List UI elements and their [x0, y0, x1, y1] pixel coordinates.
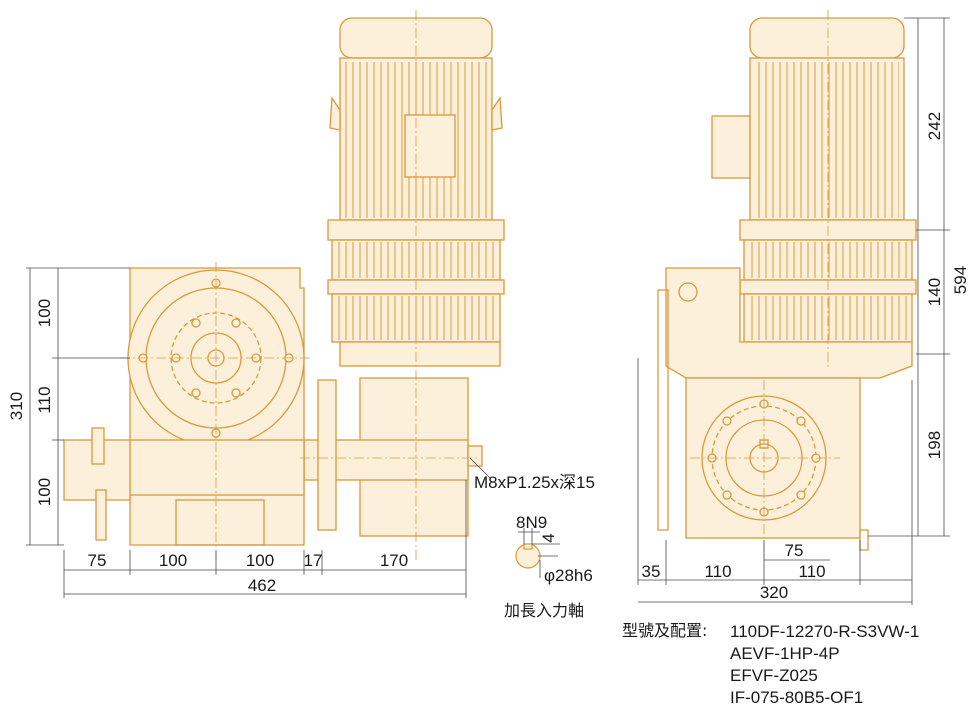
model-spec-line: IF-075-80B5-OF1: [730, 688, 864, 707]
front-dimension-lines: [26, 267, 491, 598]
front-dimension-labels: 100 110 100 310 75 100 100 17 170 462 M8…: [7, 299, 595, 595]
model-spec-line: 110DF-12270-R-S3VW-1: [730, 622, 920, 641]
side-view: [657, 17, 917, 551]
model-spec-line: AEVF-1HP-4P: [730, 644, 840, 663]
dim-110-left: 110: [704, 562, 731, 581]
dim-310-total: 310: [7, 392, 26, 420]
front-gearbox: [303, 377, 483, 537]
side-dimension-labels: 242 140 198 594 35 110 110 75 320: [642, 112, 970, 602]
dim-35: 35: [642, 562, 661, 581]
front-center-lines: [120, 10, 480, 560]
dim-594: 594: [951, 266, 970, 294]
thread-note: M8xP1.25x深15: [474, 473, 595, 492]
dim-462: 462: [248, 576, 276, 595]
key-depth: 4: [539, 533, 558, 542]
dim-242: 242: [925, 112, 944, 140]
dim-100-a: 100: [159, 551, 187, 570]
dim-75-side: 75: [785, 541, 804, 560]
side-dimension-lines: [637, 17, 950, 605]
front-indexer-body: [63, 267, 305, 546]
dim-17: 17: [304, 551, 323, 570]
model-spec-line: EFVF-Z025: [730, 666, 818, 685]
input-shaft-caption: 加長入力軸: [504, 601, 585, 620]
dim-320: 320: [760, 583, 788, 602]
dim-100-top: 100: [35, 299, 54, 327]
dim-198: 198: [925, 431, 944, 459]
dim-100-bottom: 100: [35, 478, 54, 506]
input-shaft-dimension-lines: [518, 528, 560, 578]
side-motor: [711, 17, 905, 221]
dim-170: 170: [380, 551, 408, 570]
front-motor-adapter: [327, 219, 505, 367]
model-spec-label: 型號及配置:: [622, 621, 708, 640]
shaft-diameter: φ28h6: [544, 566, 593, 585]
key-width: 8N9: [516, 513, 547, 532]
dim-110-mid: 110: [35, 386, 54, 413]
dim-75: 75: [88, 551, 107, 570]
input-shaft-detail: [515, 543, 541, 569]
dim-100-b: 100: [246, 551, 274, 570]
front-view: [63, 17, 505, 546]
dim-110-right: 110: [798, 562, 825, 581]
input-shaft-labels: 8N9 4 φ28h6: [516, 513, 593, 585]
dim-140: 140: [925, 278, 944, 306]
side-center-lines: [690, 10, 840, 560]
